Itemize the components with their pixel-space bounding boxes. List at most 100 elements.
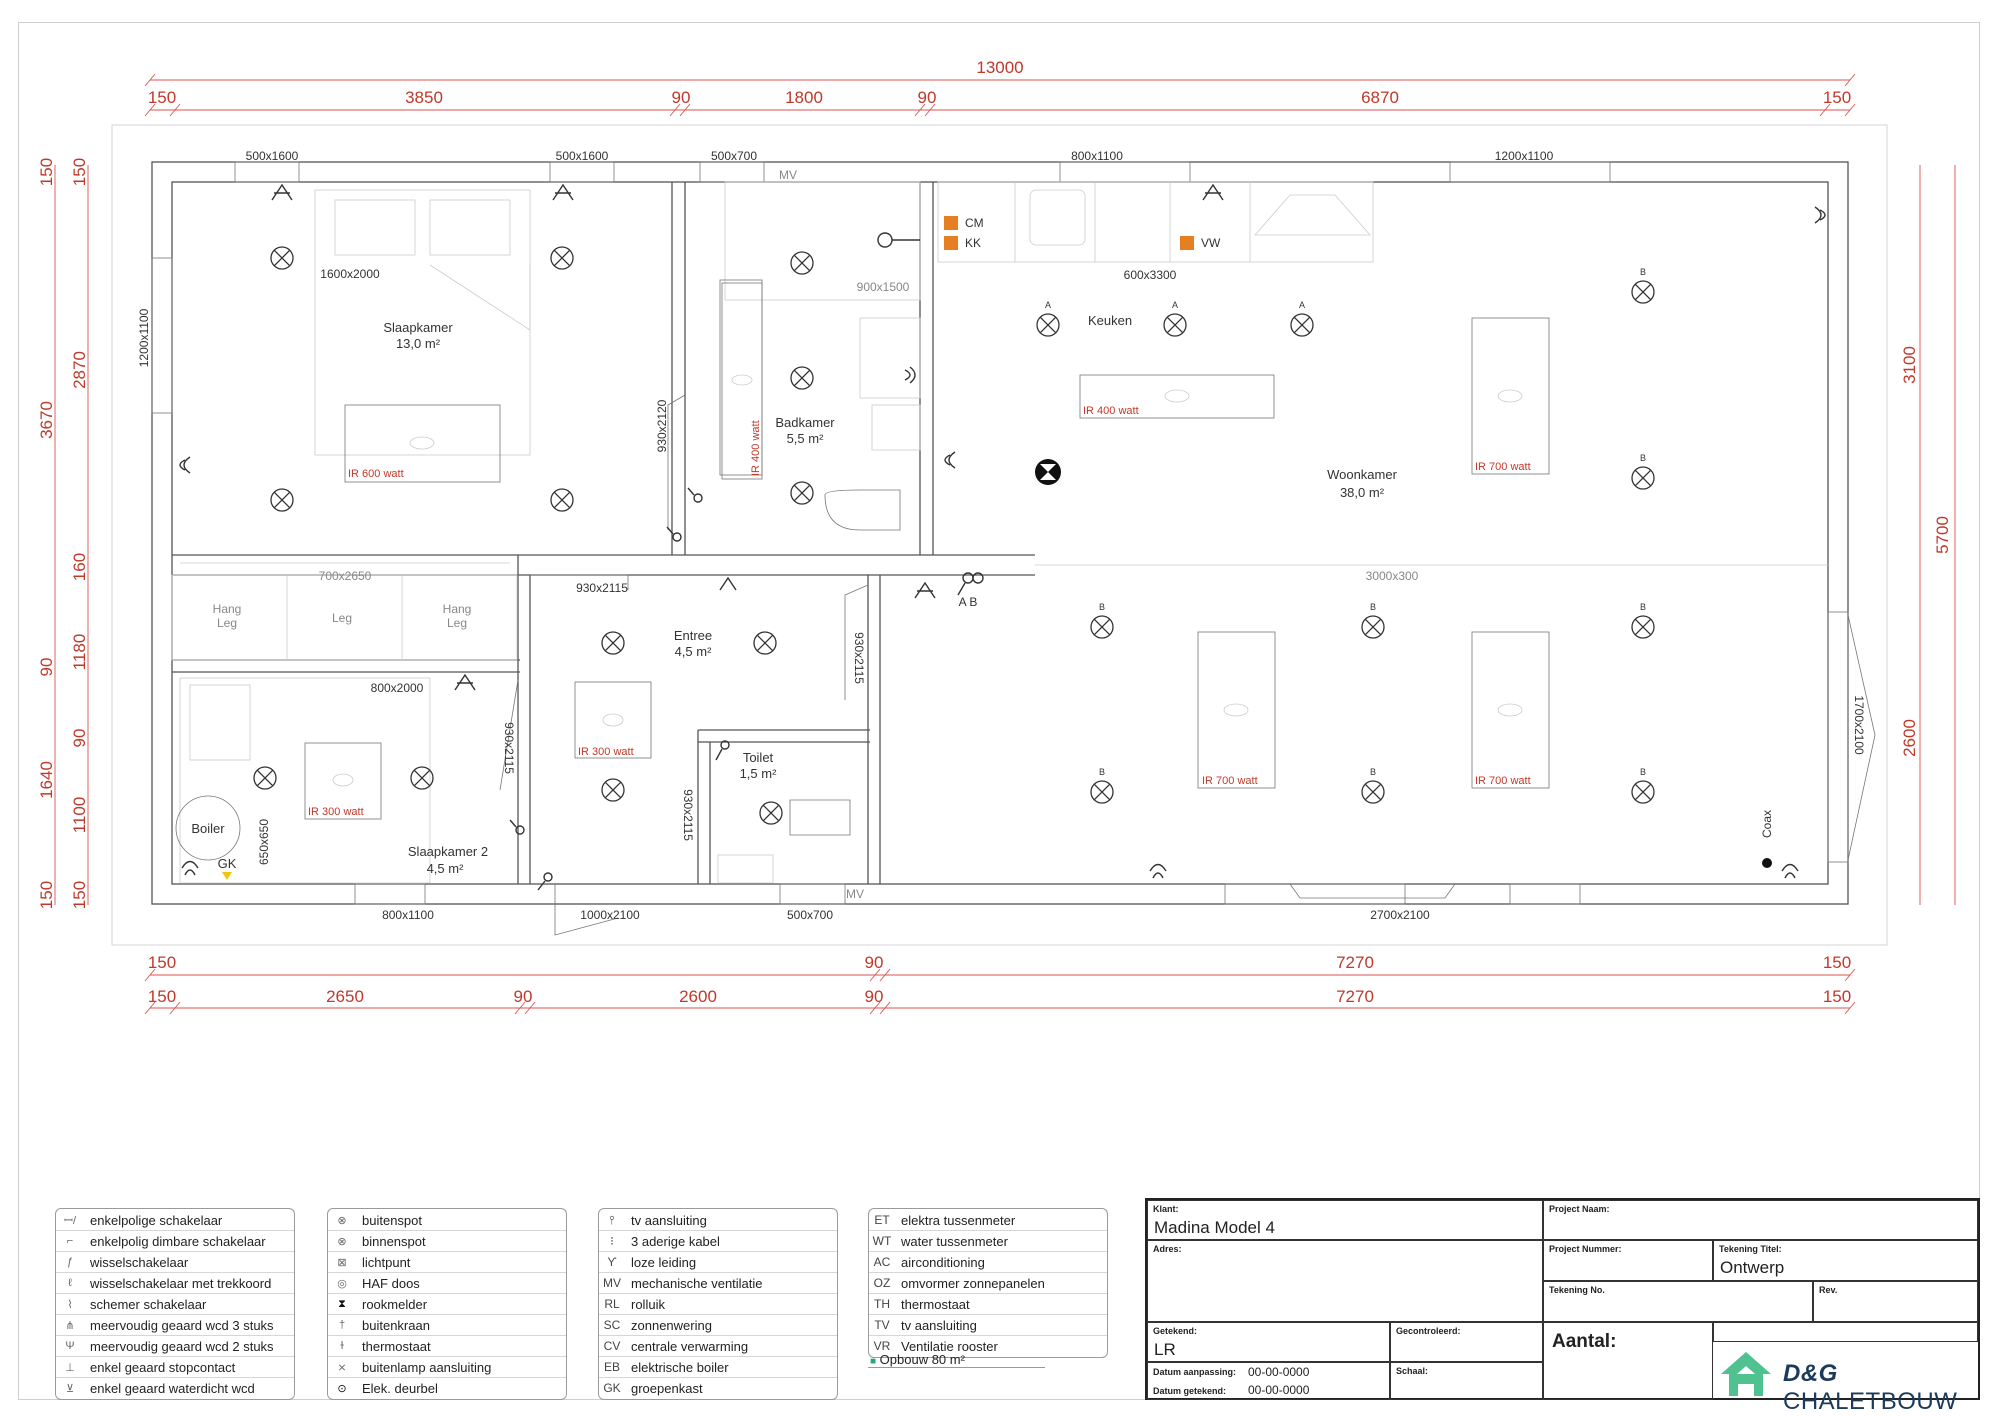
- light-cross: [256, 769, 274, 787]
- switch-letter: B: [1640, 453, 1646, 463]
- tv-connection-icon: ⫯: [609, 1212, 615, 1227]
- light-point-icon: [1361, 780, 1385, 804]
- tb-tekeningtitel: Tekening Titel: Ontwerp: [1713, 1240, 1978, 1281]
- label-ab: A B: [959, 595, 978, 609]
- legend-row: ⌐enkelpolig dimbare schakelaar: [56, 1231, 294, 1252]
- light-cross: [1364, 783, 1382, 801]
- light-point-icon: [253, 766, 277, 790]
- door-label-d5: 930x2115: [681, 789, 695, 841]
- room-keuken: Keuken: [1088, 313, 1132, 328]
- drawing-sheet: [18, 22, 1980, 1400]
- dims-right: 3100 2600 5700: [1900, 165, 1956, 905]
- light-cross: [1634, 283, 1652, 301]
- window-label-2: 500x1600: [556, 149, 609, 163]
- light-cross: [604, 634, 622, 652]
- smoke-detector-icon: [1035, 459, 1061, 485]
- dim-bottom-1d: 150: [1823, 953, 1851, 972]
- label-vw: VW: [1201, 236, 1221, 250]
- heater-label-1: IR 600 watt: [348, 468, 404, 480]
- dim-bottom-2f: 7270: [1336, 987, 1374, 1006]
- legend-row: ⋔meervoudig geaard wcd 3 stuks: [56, 1315, 294, 1336]
- dim-left-i4: 1180: [70, 634, 89, 671]
- dim-right-i1: 3100: [1900, 346, 1919, 384]
- logo-brand: D&G: [1783, 1360, 1838, 1387]
- light-cross: [1634, 618, 1652, 636]
- light-point-icon: [790, 366, 814, 390]
- heater-label-4: IR 700 watt: [1475, 461, 1531, 473]
- window-label-4: 800x1100: [1071, 149, 1123, 163]
- dim-right-i2: 2600: [1900, 719, 1919, 757]
- kitchen-size: 600x3300: [1124, 268, 1177, 282]
- room-woonkamer: Woonkamer: [1327, 467, 1398, 482]
- thermostat-icon: ɫ: [340, 1340, 344, 1352]
- light-point-icon: [790, 251, 814, 275]
- tb-gecontroleerd: Gecontroleerd:: [1390, 1322, 1543, 1362]
- mv-label-1: MV: [779, 168, 797, 182]
- light-point-icon: [753, 631, 777, 655]
- legend-row: ⊠lichtpunt: [328, 1252, 566, 1273]
- cable-icon: ⁝: [610, 1234, 614, 1248]
- legend-switches: ꟷ/enkelpolige schakelaar ⌐enkelpolig dim…: [55, 1208, 295, 1400]
- dim-left-i2: 2870: [70, 351, 89, 389]
- tb-datums: Datum aanpassing: 00-00-0000 Datum getek…: [1147, 1362, 1390, 1400]
- light-cross: [273, 249, 291, 267]
- label-boiler: Boiler: [191, 821, 225, 836]
- switch-letter: A: [1172, 300, 1178, 310]
- dims-left: 150 3670 90 1640 150 150 2870 160 1180 9…: [37, 158, 89, 909]
- light-point-icon: [1090, 615, 1114, 639]
- dims-bottom: 150 90 7270 150 150 2650 90 2600 90 7270…: [144, 953, 1856, 1015]
- light-cross: [1166, 316, 1184, 334]
- room-badkamer: Badkamer: [775, 415, 835, 430]
- door-label-d4: 930x2115: [502, 722, 516, 774]
- heater-label-5: IR 300 watt: [578, 746, 634, 758]
- waterproof-outlet-icon: ⊻: [65, 1382, 75, 1395]
- light-cross: [793, 369, 811, 387]
- light-cross: [553, 491, 571, 509]
- dim-left-o4: 1640: [37, 761, 56, 799]
- furniture: [171, 181, 1374, 884]
- door-label-d2: 930x2115: [576, 581, 628, 595]
- indoor-spot-icon: ⊗: [337, 1235, 347, 1248]
- dim-top-6: 6870: [1361, 88, 1399, 107]
- door-label-8: 1000x2100: [580, 908, 640, 922]
- tb-schaal: Schaal:: [1390, 1362, 1543, 1400]
- dims-top: 13000 150 3850 90 1800 90 6870 150: [144, 58, 1856, 117]
- light-point-icon: [1631, 615, 1655, 639]
- outdoor-tap-icon: †: [338, 1319, 346, 1331]
- wall-size: 3000x300: [1366, 569, 1419, 583]
- light-cross: [553, 249, 571, 267]
- room-badkamer-area: 5,5 m²: [787, 431, 825, 446]
- gk-marker: [222, 872, 232, 880]
- heater-label-2: IR 400 watt: [750, 420, 762, 476]
- tb-tekeningno: Tekening No.: [1543, 1281, 1813, 1322]
- room-slaapkamer2-area: 4,5 m²: [427, 861, 465, 876]
- opbouw-note: ■ Opbouw 80 m²: [868, 1352, 1045, 1368]
- tb-adres: Adres:: [1147, 1240, 1543, 1322]
- room-woonkamer-area: 38,0 m²: [1340, 485, 1385, 500]
- house-logo-icon: [1721, 1352, 1771, 1396]
- legend-row: ⊥enkel geaard stopcontact: [56, 1357, 294, 1378]
- tb-empty: [1713, 1322, 1978, 1342]
- heater-label-3: IR 400 watt: [1083, 405, 1139, 417]
- dim-left-i1: 150: [70, 158, 89, 186]
- switch-letter: B: [1370, 602, 1376, 612]
- haf-box-icon: ◎: [337, 1277, 347, 1290]
- legend-row: ⁝3 aderige kabel: [599, 1231, 837, 1252]
- light-point-icon: [601, 778, 625, 802]
- tb-aantal: Aantal:: [1543, 1322, 1713, 1400]
- light-cross: [413, 769, 431, 787]
- dim-top-7: 150: [1823, 88, 1851, 107]
- two-way-switch-icon: ƒ: [66, 1256, 74, 1268]
- light-cross: [1293, 316, 1311, 334]
